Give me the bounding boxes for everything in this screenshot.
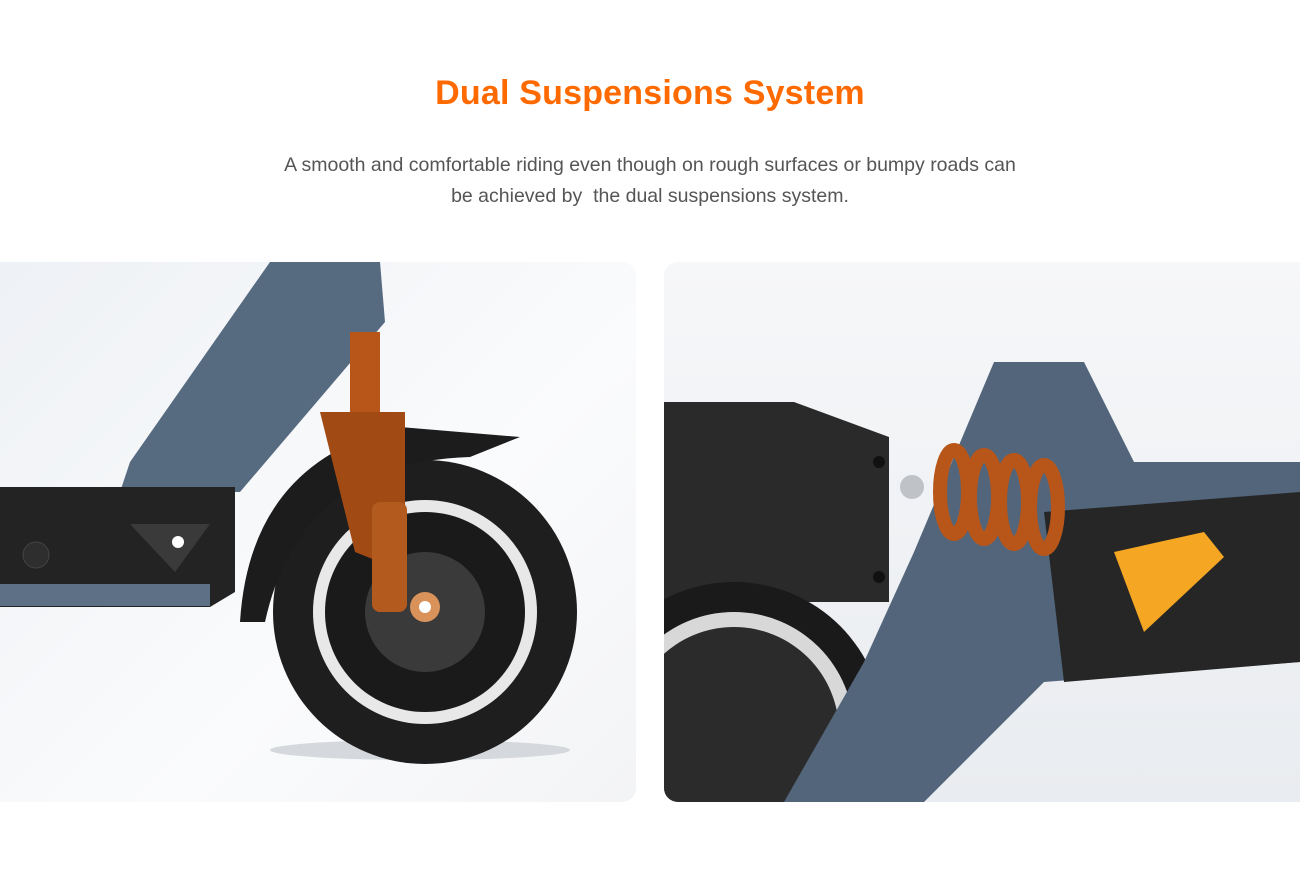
front-suspension-image bbox=[0, 262, 636, 802]
section-title: Dual Suspensions System bbox=[435, 74, 865, 112]
rear-suspension-image bbox=[664, 262, 1300, 802]
section-description: A smooth and comfortable riding even tho… bbox=[284, 154, 1016, 207]
